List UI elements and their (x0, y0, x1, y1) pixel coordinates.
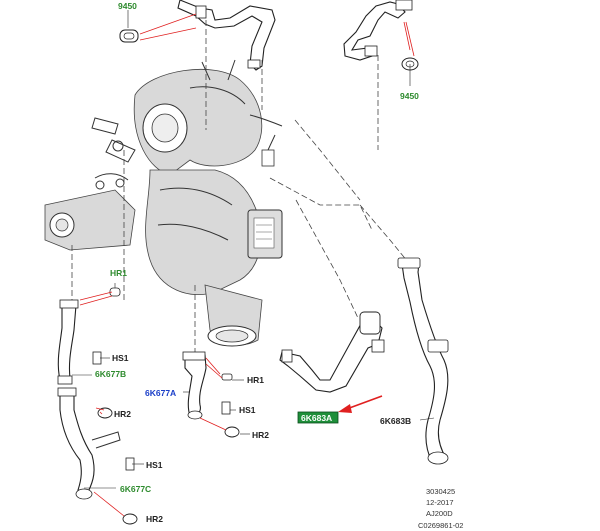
label-hr2-left-top: HR2 (114, 409, 131, 419)
oil-feed-line-top (177, 0, 276, 71)
hardware-left (92, 287, 138, 525)
pipe-6k677c (57, 387, 121, 500)
highlight-arrow (338, 395, 383, 413)
pipe-6k677a (182, 351, 207, 420)
reference-block: 3030425 12-2017 AJ200D C0269861-02 (418, 487, 463, 530)
label-9450-top-left: 9450 (118, 1, 137, 11)
label-hr1-center: HR1 (247, 375, 264, 385)
leader-lines (72, 10, 435, 517)
turbocharger-assembly (44, 59, 283, 347)
label-9450-top-right: 9450 (400, 91, 419, 101)
label-hr2-left-bottom: HR2 (146, 514, 163, 524)
label-hs1-left: HS1 (112, 353, 129, 363)
ref-engine: AJ200D (426, 509, 453, 518)
highlight-box-6k683a (297, 411, 339, 424)
callout-labels: 9450 9450 HR1 HS1 6K677B HR2 HS1 6K677C … (95, 1, 419, 524)
hardware-center (221, 373, 240, 438)
ref-date: 12-2017 (426, 498, 454, 507)
label-hr2-center: HR2 (252, 430, 269, 440)
pipe-6k683a (279, 311, 385, 393)
label-6k677c: 6K677C (120, 484, 151, 494)
label-hs1-left-bottom: HS1 (146, 460, 163, 470)
routing-lines (71, 20, 409, 355)
label-hr1-left: HR1 (110, 268, 127, 278)
ref-drawing-id: C0269861-02 (418, 521, 463, 530)
ref-number: 3030425 (426, 487, 455, 496)
pipe-6k683b (397, 257, 449, 465)
label-6k677b: 6K677B (95, 369, 126, 379)
seal-washer-top-left (119, 29, 139, 43)
pipe-6k677b (57, 299, 79, 385)
oil-line-top-right (343, 0, 413, 61)
label-hs1-center: HS1 (239, 405, 256, 415)
label-6k683b: 6K683B (380, 416, 411, 426)
label-6k677a: 6K677A (145, 388, 176, 398)
label-6k683a: 6K683A (301, 413, 332, 423)
